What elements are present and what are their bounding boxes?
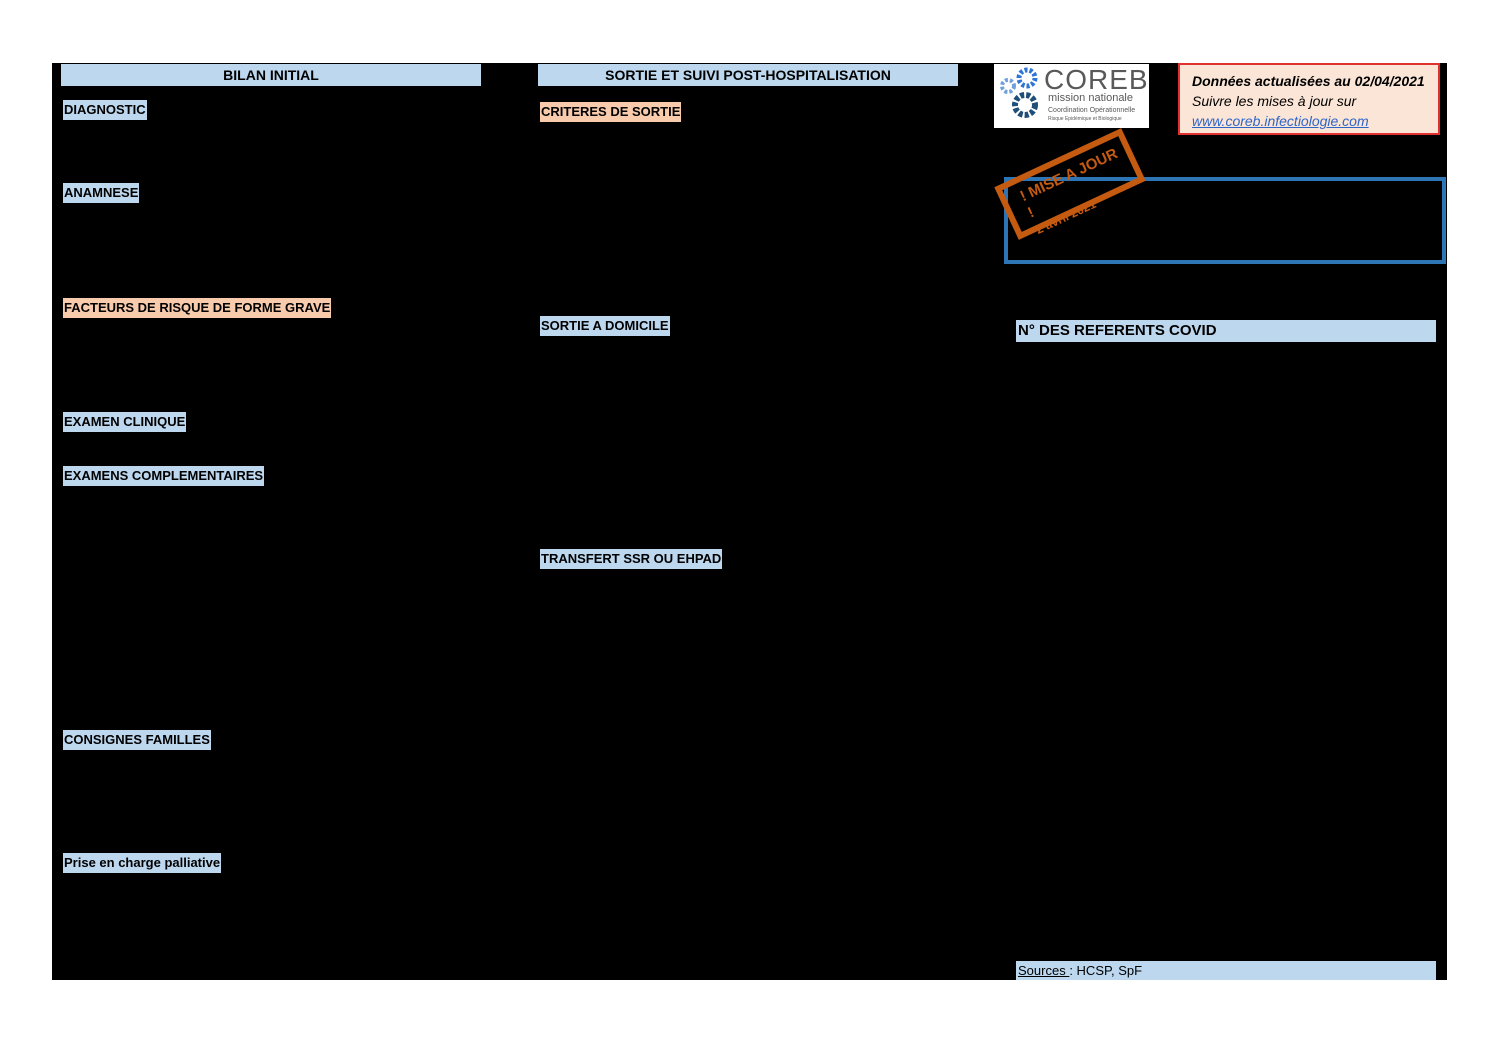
notice-text: Suivre les mises à jour sur [1192,93,1357,109]
header-sortie-suivi: SORTIE ET SUIVI POST-HOSPITALISATION [538,64,958,86]
header-bilan-initial: BILAN INITIAL [61,64,481,86]
gears-icon [1000,67,1038,118]
sources: Sources : HCSP, SpF [1016,961,1436,980]
coreb-link[interactable]: www.coreb.infectiologie.com [1192,113,1369,129]
section-anamnese: ANAMNESE [63,183,140,203]
section-diagnostic: DIAGNOSTIC [63,100,147,120]
notice-date: Données actualisées au 02/04/2021 [1192,73,1425,89]
section-criteres-sortie: CRITERES DE SORTIE [540,102,682,122]
referents-covid-header: N° DES REFERENTS COVID [1016,320,1436,342]
logo-title: COREB [1044,64,1149,95]
sources-value: : HCSP, SpF [1069,963,1143,978]
coreb-logo: COREB mission nationale Coordination Opé… [994,64,1149,128]
section-examens-complementaires: EXAMENS COMPLEMENTAIRES [63,466,265,486]
logo-subtitle: mission nationale [1048,92,1133,104]
info-box [1004,177,1446,264]
section-facteurs-risque: FACTEURS DE RISQUE DE FORME GRAVE [63,298,332,318]
logo-line2: Risque Epidémique et Biologique [1048,116,1122,122]
document-sheet [52,63,1447,980]
logo-line1: Coordination Opérationnelle [1048,107,1136,114]
sources-label: Sources [1018,963,1070,978]
section-consignes-familles: CONSIGNES FAMILLES [63,730,211,750]
section-transfert: TRANSFERT SSR OU EHPAD [540,549,723,569]
section-palliative: Prise en charge palliative [63,853,222,873]
section-examen-clinique: EXAMEN CLINIQUE [63,412,187,432]
update-notice: Données actualisées au 02/04/2021 Suivre… [1178,63,1440,135]
section-sortie-domicile: SORTIE A DOMICILE [540,316,670,336]
